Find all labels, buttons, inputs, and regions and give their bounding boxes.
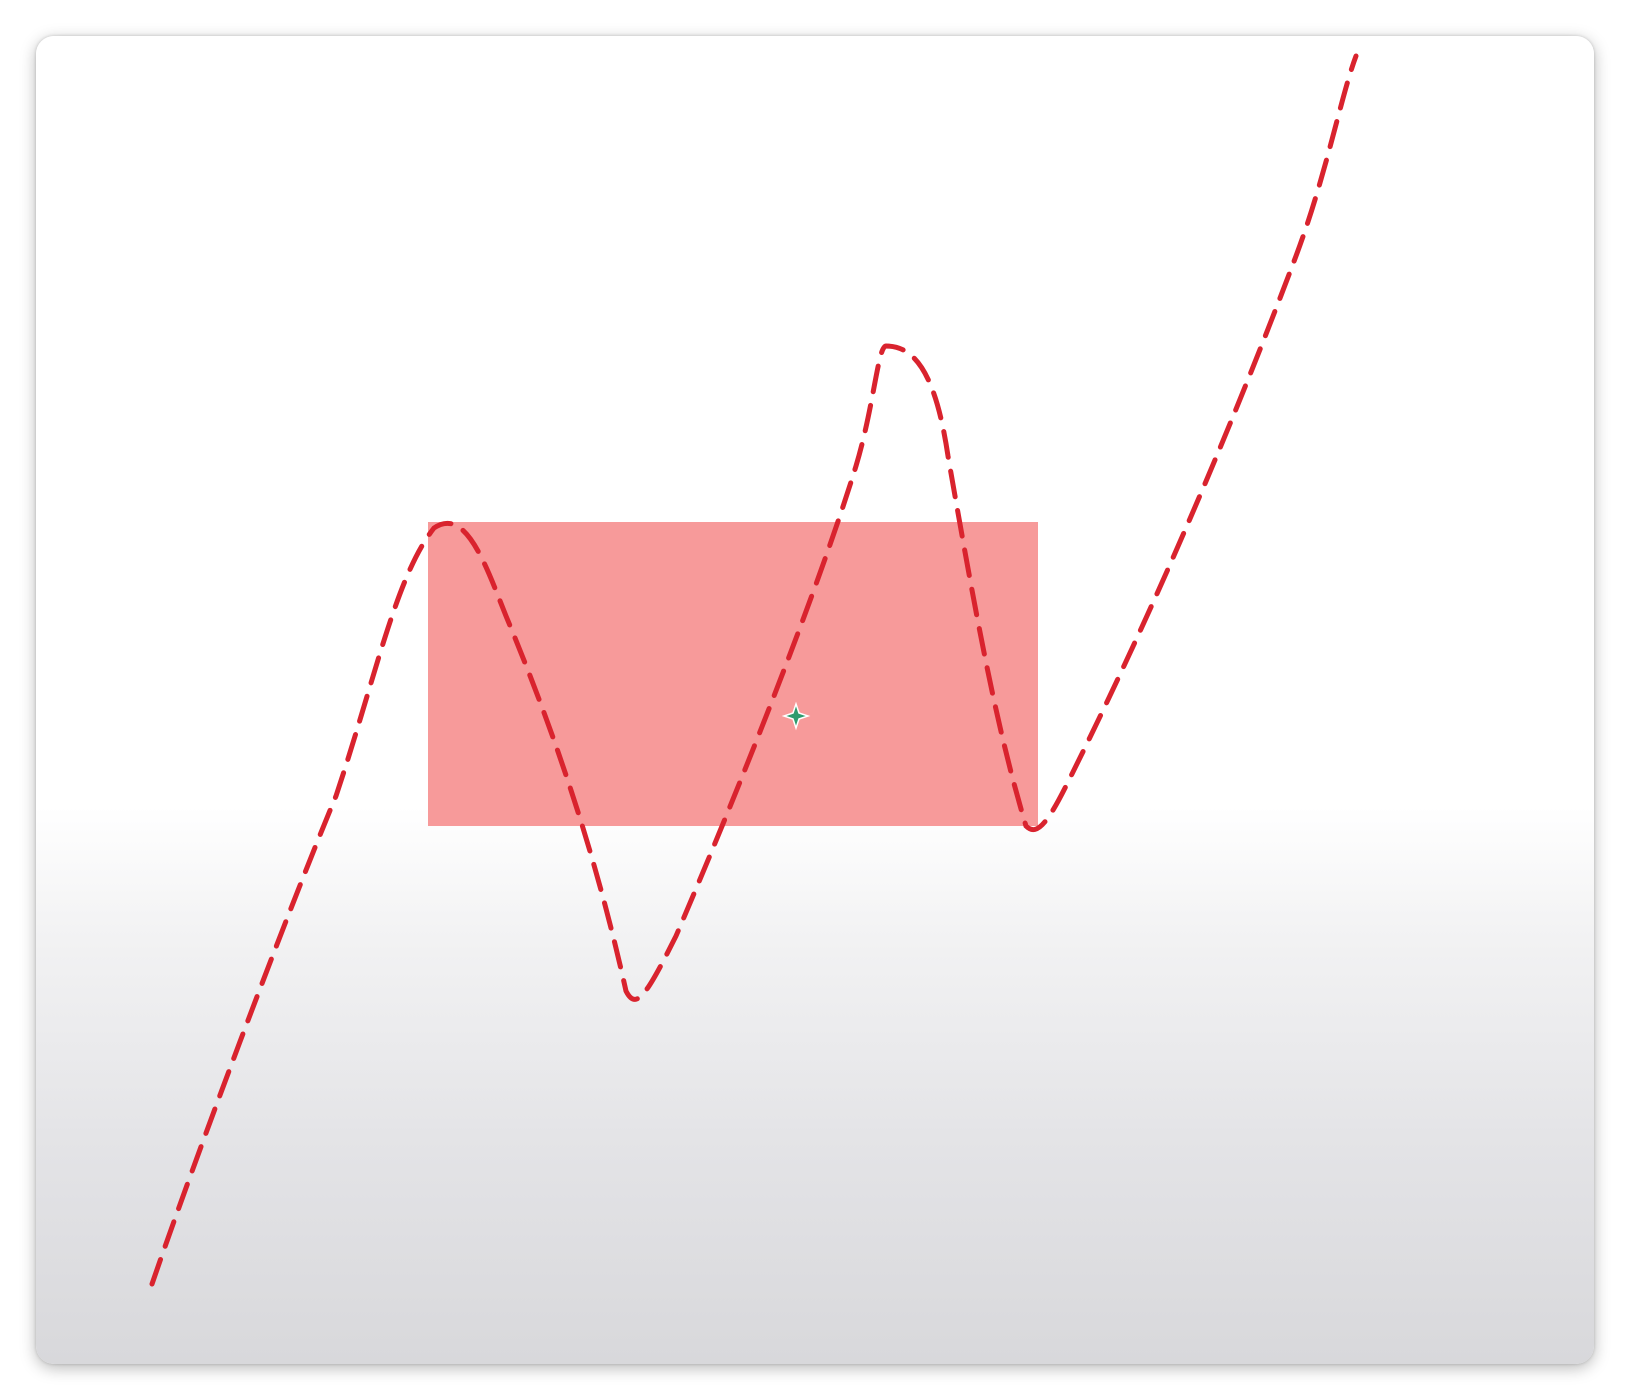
price-path-diagram — [149, 53, 1359, 1287]
image-card — [36, 36, 1594, 1364]
price-path-line — [149, 53, 1359, 1287]
consolidation-zone — [428, 522, 1038, 826]
move-cursor-icon — [781, 701, 811, 731]
